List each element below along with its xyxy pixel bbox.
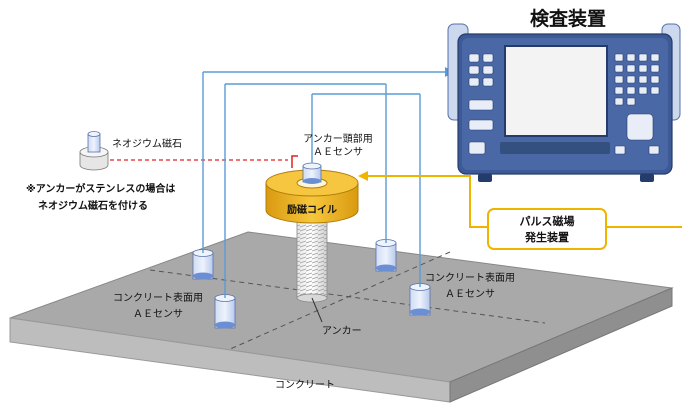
anchor-head-sensor-label-2: ＡＥセンサ xyxy=(313,146,363,158)
device-screen xyxy=(504,45,608,137)
ae-sensor-icon xyxy=(375,239,397,272)
coil-label: 励磁コイル xyxy=(287,203,337,216)
concrete-label: コンクリート xyxy=(275,379,335,391)
stainless-note-line-2: ネオジウム磁石を付ける xyxy=(38,199,148,212)
neo-magnet-label: ネオジウム磁石 xyxy=(112,137,182,150)
anchor-label: アンカー xyxy=(322,325,362,337)
ae-sensor-icon xyxy=(192,249,214,280)
surface-sensor-left-label-2: ＡＥセンサ xyxy=(133,308,183,320)
ae-sensor-icon xyxy=(409,283,431,316)
device-left-buttons xyxy=(468,53,494,155)
slab-top-face xyxy=(9,231,674,383)
device-keypad xyxy=(614,53,660,155)
grid-line xyxy=(227,251,451,351)
anchor-head-sensor-label-1: アンカー頭部用 xyxy=(303,132,373,145)
ae-sensor-icon xyxy=(214,294,236,329)
grid-line xyxy=(149,269,546,324)
concrete-slab xyxy=(9,231,674,403)
surface-sensor-right-label-1: コンクリート表面用 xyxy=(425,271,515,284)
pulse-generator-box: パルス磁場 発生装置 xyxy=(487,208,607,250)
anchor-head-ae-sensor xyxy=(291,155,322,184)
inspection-device-icon xyxy=(447,23,681,182)
pulse-arrow-head xyxy=(358,171,368,181)
signal-wires xyxy=(202,71,445,298)
surface-sensor-left-label-1: コンクリート表面用 xyxy=(113,291,203,304)
anchor xyxy=(296,209,328,323)
surface-sensor-right-label-2: ＡＥセンサ xyxy=(445,288,495,300)
pulse-generator-label-2: 発生装置 xyxy=(524,230,569,244)
pulse-generator-label-1: パルス磁場 xyxy=(520,214,575,228)
slab-side-face xyxy=(449,287,673,403)
device-title: 検査装置 xyxy=(530,7,606,30)
stainless-note-line-1: ※アンカーがステンレスの場合は xyxy=(26,182,175,195)
neodymium-magnet-icon xyxy=(79,131,109,171)
